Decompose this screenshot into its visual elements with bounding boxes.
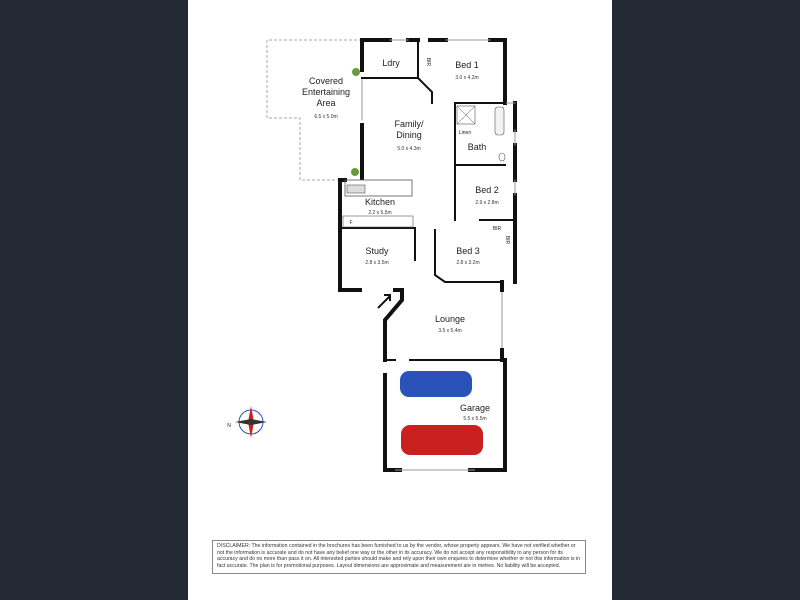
plant-icon bbox=[352, 68, 360, 76]
room-dimensions: 6.5 x 5.0m bbox=[314, 114, 337, 120]
entry-arrow-icon bbox=[377, 294, 391, 309]
fridge-label: F bbox=[349, 220, 352, 226]
toilet-icon bbox=[498, 152, 506, 162]
room-label: Ldry bbox=[382, 58, 400, 68]
room-label: Lounge bbox=[435, 314, 465, 324]
room-label: Study bbox=[365, 246, 389, 256]
room-dimensions: 5.0 x 4.3m bbox=[397, 146, 420, 152]
sink-icon bbox=[346, 184, 366, 194]
room-label: Entertaining bbox=[302, 87, 350, 97]
room-label: Bed 3 bbox=[456, 246, 480, 256]
room-label: Bed 2 bbox=[475, 185, 499, 195]
room-dimensions: 2.9 x 2.8m bbox=[475, 200, 498, 206]
room-dimensions: 2.8 x 3.5m bbox=[365, 260, 388, 266]
car-blue bbox=[400, 371, 472, 397]
room-label: Family/ bbox=[395, 119, 424, 129]
room-label: Dining bbox=[396, 130, 422, 140]
disclaimer: DISCLAIMER: The information contained in… bbox=[212, 540, 586, 574]
room-label: Garage bbox=[460, 403, 490, 413]
car-red bbox=[401, 425, 483, 455]
room-dimensions: 3.0 x 4.2m bbox=[455, 75, 478, 81]
kitchen-bench bbox=[344, 179, 413, 197]
kitchen-counter bbox=[342, 215, 414, 228]
bathtub-icon bbox=[494, 106, 505, 136]
shower-icon bbox=[456, 105, 476, 125]
room-label: Kitchen bbox=[365, 197, 395, 207]
room-label: Area bbox=[316, 98, 335, 108]
bir-label: BIR bbox=[504, 236, 510, 245]
room-label: Bath bbox=[468, 142, 487, 152]
covered-area-outline bbox=[266, 39, 362, 181]
room-label: Bed 1 bbox=[455, 60, 479, 70]
room-dimensions: 2.8 x 3.2m bbox=[456, 260, 479, 266]
room-dimensions: 3.5 x 5.4m bbox=[438, 328, 461, 334]
room-label: Covered bbox=[309, 76, 343, 86]
room-dimensions: 5.5 x 5.5m bbox=[463, 416, 486, 422]
plant-icon bbox=[351, 168, 359, 176]
room-label: Linen bbox=[459, 130, 471, 136]
bir-label: BIR bbox=[493, 226, 502, 232]
compass-icon bbox=[235, 406, 267, 438]
compass-north-label: N bbox=[227, 423, 231, 429]
walls bbox=[338, 38, 517, 472]
bir-label: BIR bbox=[425, 58, 431, 67]
room-dimensions: 2.2 x 5.5m bbox=[368, 210, 391, 216]
